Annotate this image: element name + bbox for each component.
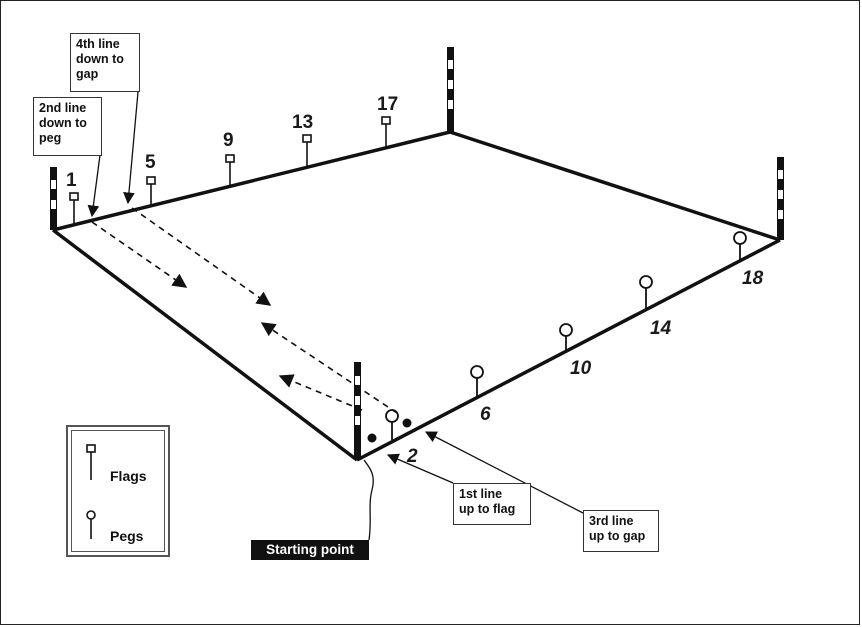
corner-pole-back <box>447 47 454 132</box>
flag-5 <box>146 176 156 207</box>
peg-number-10: 10 <box>570 358 592 379</box>
peg-number-14: 14 <box>650 318 672 339</box>
callout-2nd-line: 2nd line down to peg <box>33 97 102 156</box>
corner-pole-right <box>777 157 784 240</box>
peg-number-6: 6 <box>480 404 491 425</box>
corner-pole-left <box>50 167 57 230</box>
flag-number-9: 9 <box>223 130 234 151</box>
flag-13 <box>302 134 312 168</box>
legend: Flags Pegs <box>66 425 170 557</box>
pointer-starting-point <box>363 459 374 541</box>
pointer-4th-line <box>123 91 139 205</box>
flag-number-13: 13 <box>292 112 313 133</box>
field-edge-back-left <box>52 130 451 232</box>
flag-1 <box>69 192 79 226</box>
flag-9 <box>225 154 235 187</box>
field-edge-back-right <box>449 130 781 242</box>
peg-number-18: 18 <box>742 268 764 289</box>
peg-10 <box>559 323 573 351</box>
peg-6 <box>470 365 484 396</box>
callout-1st-line: 1st line up to flag <box>453 483 531 525</box>
peg-18 <box>733 231 747 260</box>
flag-number-5: 5 <box>145 152 156 173</box>
callout-3rd-line: 3rd line up to gap <box>583 510 659 552</box>
legend-inner-border: Flags Pegs <box>71 430 165 552</box>
legend-pegs-label: Pegs <box>110 528 144 544</box>
start-marker-dot-right <box>402 418 412 428</box>
pointer-3rd-line <box>424 431 584 514</box>
legend-icons <box>86 444 96 539</box>
legend-peg-icon <box>86 510 96 539</box>
peg-14 <box>639 275 653 309</box>
field-edge-front-left <box>51 228 359 462</box>
legend-flag-icon <box>86 444 96 480</box>
starting-point-label: Starting point <box>251 540 369 560</box>
flag-number-17: 17 <box>377 94 398 115</box>
flag-17 <box>381 116 391 148</box>
legend-flags-label: Flags <box>110 468 147 484</box>
field-outline <box>51 130 781 462</box>
callout-4th-line: 4th line down to gap <box>70 33 140 92</box>
peg-2 <box>385 409 399 440</box>
path-line-4th-down <box>131 207 272 306</box>
path-line-1st-up <box>278 374 363 411</box>
path-line-3rd-up <box>260 322 398 414</box>
flag-number-1: 1 <box>66 170 77 191</box>
corner-pole-start <box>354 362 361 460</box>
path-line-2nd-down <box>91 221 188 288</box>
pointer-2nd-line <box>87 154 101 218</box>
pointer-1st-line <box>386 453 454 484</box>
peg-number-2: 2 <box>406 446 418 467</box>
start-marker-dot-left <box>367 433 377 443</box>
field-edge-front-right <box>356 238 781 462</box>
